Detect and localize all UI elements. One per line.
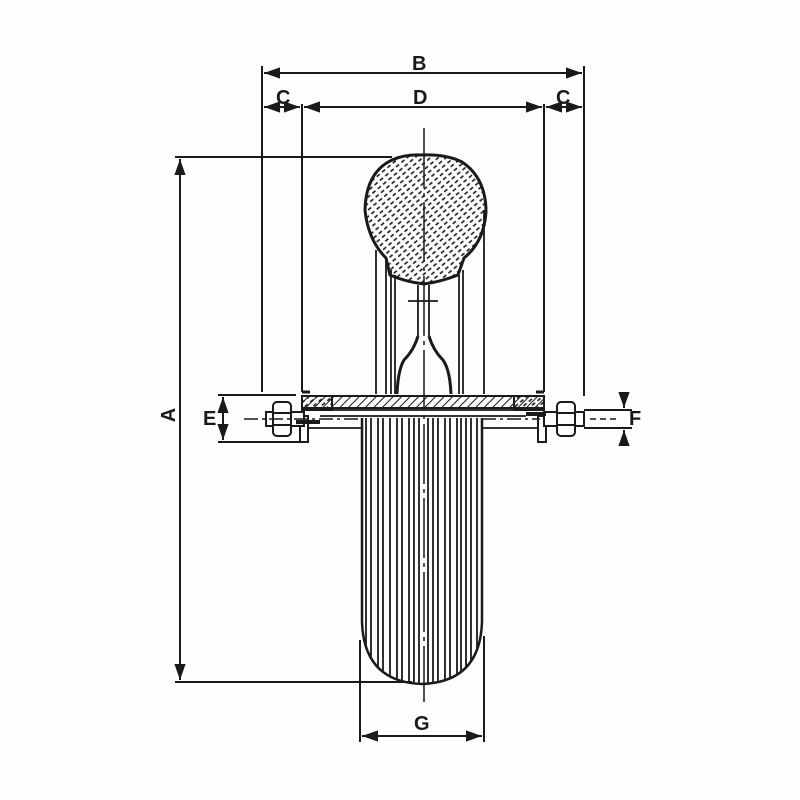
label-c-left: C [276,87,291,109]
round-head [363,153,488,286]
label-a: A [158,407,181,423]
dimension-c-d-c [264,101,582,392]
dimension-b [261,66,585,396]
outer-tube [375,210,485,394]
dimension-a [174,156,412,683]
right-bolt [526,401,612,437]
dimension-f [590,392,632,446]
neck [395,285,453,395]
flange [299,390,547,443]
label-e: E [203,408,217,430]
dimension-g [359,636,485,742]
label-b: B [412,53,427,75]
label-d: D [413,87,428,109]
label-f: F [629,408,642,430]
label-c-right: C [556,87,571,109]
ribbed-body [360,418,484,686]
label-g: G [414,713,430,735]
dimension-e [217,394,300,443]
